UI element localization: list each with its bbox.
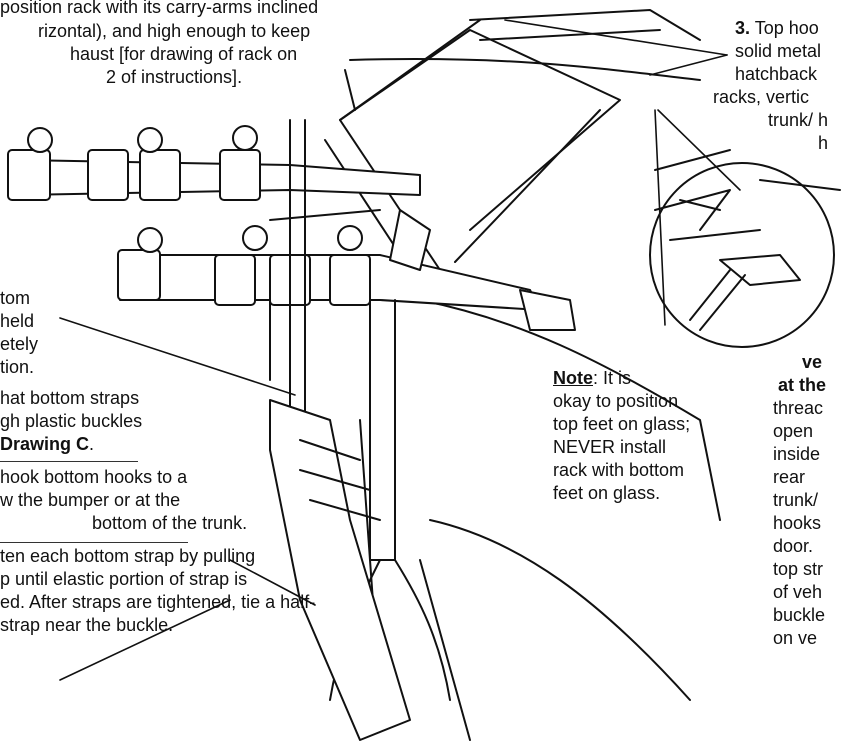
left-lower-a1: hat bottom straps (0, 388, 140, 408)
top-right-line-3: hatchback (735, 64, 818, 84)
right-lower-13: on ve (773, 628, 818, 648)
leader-lines (59, 19, 741, 681)
right-lower-10: top str (773, 559, 824, 579)
right-lower-5: inside (773, 444, 821, 464)
left-mid-line-2: held (0, 311, 35, 331)
right-lower-2: at the (778, 375, 827, 395)
left-mid-line-3: etely (0, 334, 39, 354)
right-lower-1: ve (802, 352, 823, 372)
left-lower-a3: Drawing C. (0, 433, 94, 456)
period: . (89, 434, 95, 454)
right-lower-11: of veh (773, 582, 823, 602)
right-lower-4: open (773, 421, 814, 441)
note-line-4: NEVER install (553, 437, 667, 457)
left-mid-line-4: tion. (0, 357, 35, 377)
right-lower-12: buckle (773, 605, 826, 625)
upper-carry-arm (7, 125, 421, 201)
note-line-3: top feet on glass; (553, 414, 691, 434)
right-lower-9: door. (773, 536, 814, 556)
divider-1 (0, 461, 138, 462)
top-right-line-6: h (818, 133, 829, 153)
hook-detail-magnifier (649, 149, 841, 348)
top-left-line-2: rizontal), and high enough to keep (38, 21, 311, 41)
left-lower-c1: ten each bottom strap by pulling (0, 546, 256, 566)
rack-frame (269, 119, 451, 741)
vehicle-outline (349, 9, 721, 741)
top-left-line-3: haust [for drawing of rack on (70, 44, 298, 64)
note-line-1: Note: It is (553, 367, 631, 390)
note-line-6: feet on glass. (553, 483, 661, 503)
drawing-c-ref: Drawing C (0, 434, 90, 454)
right-lower-7: trunk/ (773, 490, 819, 510)
left-lower-b3: bottom of the trunk. (92, 513, 248, 533)
left-lower-b1: hook bottom hooks to a (0, 467, 188, 487)
left-lower-b2: w the bumper or at the (0, 490, 181, 510)
top-right-line-2: solid metal (735, 41, 822, 61)
lower-carry-arm (117, 225, 576, 331)
note-line-2: okay to position (553, 391, 679, 411)
note-line-5: rack with bottom (553, 460, 685, 480)
step-number: 3. (735, 18, 751, 38)
top-right-line-4: racks, vertic (713, 87, 810, 107)
left-mid-line-1: tom (0, 288, 31, 308)
top-left-line-1: position rack with its carry-arms inclin… (0, 0, 319, 17)
note-label: Note (553, 368, 593, 388)
left-lower-c3: ed. After straps are tightened, tie a ha… (0, 592, 316, 612)
right-lower-3: threac (773, 398, 824, 418)
right-lower-8: hooks (773, 513, 822, 533)
top-right-line-1-text: Top hoo (750, 18, 819, 38)
note-colon: : It is (593, 368, 632, 388)
divider-2 (0, 542, 188, 543)
top-left-line-4: 2 of instructions]. (106, 67, 243, 87)
top-right-line-5: trunk/ h (768, 110, 829, 130)
top-right-line-1: 3. Top hoo (735, 17, 819, 40)
left-lower-a2: gh plastic buckles (0, 411, 143, 431)
left-lower-c2: p until elastic portion of strap is (0, 569, 248, 589)
left-lower-c4: strap near the buckle. (0, 615, 174, 635)
right-lower-6: rear (773, 467, 806, 487)
